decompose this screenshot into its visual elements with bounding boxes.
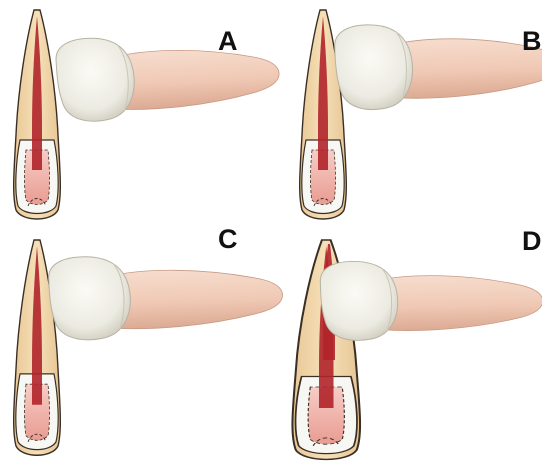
panel-label-c: C [218,224,238,254]
panel-label-a: A [218,26,238,56]
panel-c: C [14,224,284,455]
panel-label-b: B [522,26,542,56]
panel-label-d: D [522,226,542,256]
panel-a: A [14,10,281,219]
panel-d: D [292,226,542,459]
panel-b: B [300,10,542,219]
